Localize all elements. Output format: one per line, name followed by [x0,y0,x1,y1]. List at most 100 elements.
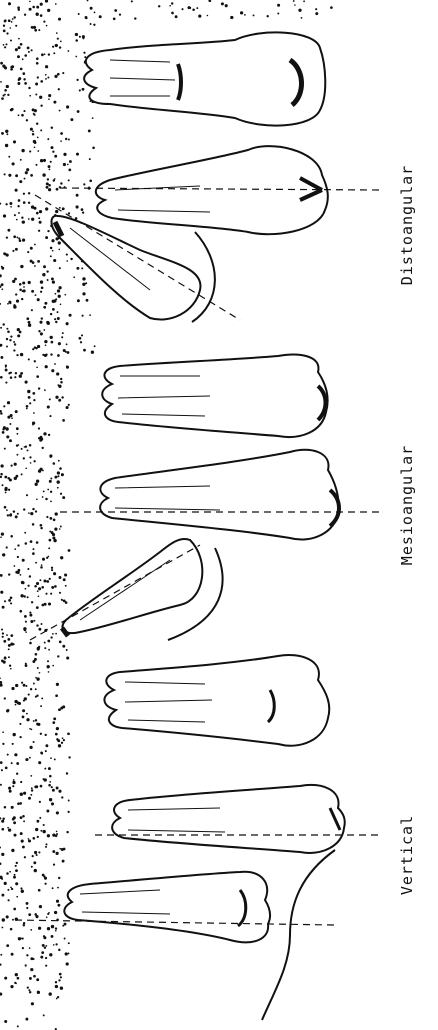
stipple-dot [36,212,39,215]
stipple-dot [22,58,24,60]
stipple-dot [33,548,35,550]
stipple-dot [22,559,25,562]
stipple-dot [66,105,69,108]
stipple-dot [38,29,40,31]
stipple-dot [36,541,39,544]
stipple-dot [61,336,63,338]
stipple-dot [3,661,6,664]
stipple-dot [28,913,31,916]
stipple-dot [26,902,29,905]
stipple-dot [16,427,19,430]
stipple-dot [59,110,61,112]
stipple-dot [7,638,10,641]
stipple-dot [8,19,11,22]
stipple-dot [15,248,18,251]
stipple-dot [65,952,68,955]
stipple-dot [39,321,42,324]
stipple-dot [49,578,51,580]
stipple-dot [52,151,54,153]
stipple-dot [5,365,7,367]
stipple-dot [8,656,10,658]
stipple-dot [47,77,49,79]
stipple-dot [10,668,12,670]
stipple-dot [61,473,64,476]
stipple-dot [16,862,18,864]
stipple-dot [0,356,3,359]
stipple-dot [13,16,15,18]
stipple-dot [34,585,37,588]
stipple-dot [67,351,70,354]
stipple-dot [58,241,61,244]
stipple-dot [39,672,41,674]
stipple-dot [57,887,59,889]
stipple-dot [76,267,79,270]
stipple-dot [20,265,23,268]
stipple-dot [65,351,67,353]
stipple-dot [131,0,133,2]
stipple-dot [21,840,24,843]
stipple-dot [33,140,36,143]
stipple-dot [20,68,23,71]
stipple-dot [30,688,32,690]
mesioangular-tooth-1 [102,355,327,437]
stipple-dot [51,802,54,805]
stipple-dot [31,866,33,868]
stipple-dot [7,229,10,232]
stipple-dot [7,94,9,96]
stipple-dot [0,681,2,684]
stipple-dot [9,339,11,341]
stipple-dot [42,944,45,947]
stipple-dot [330,6,333,9]
stipple-dot [17,328,20,331]
stipple-dot [26,168,29,171]
stipple-dot [6,435,9,438]
stipple-dot [16,433,18,435]
stipple-dot [0,376,3,379]
stipple-dot [7,331,10,334]
stipple-dot [53,462,56,465]
stipple-dot [19,239,22,242]
stipple-dot [14,548,16,550]
stipple-dot [44,354,47,357]
stipple-dot [31,218,34,221]
stipple-dot [14,463,17,466]
stipple-dot [10,535,13,538]
stipple-dot [49,992,52,995]
stipple-dot [33,399,35,401]
stipple-dot [87,0,89,1]
stipple-dot [40,129,42,131]
stipple-dot [14,834,17,837]
stipple-dot [47,665,50,668]
stipple-dot [63,578,66,581]
stipple-dot [6,43,8,45]
stipple-dot [55,293,57,295]
stipple-dot [2,606,5,609]
stipple-dot [21,298,23,300]
stipple-dot [56,683,59,686]
stipple-dot [41,623,43,625]
stipple-dot [17,334,20,337]
stipple-dot [40,785,43,788]
stipple-dot [60,381,63,384]
distoangular-group [52,32,328,322]
stipple-dot [55,321,57,323]
stipple-dot [2,323,4,325]
stipple-dot [45,236,48,239]
stipple-dot [15,882,18,885]
stipple-dot [39,210,42,213]
stipple-dot [21,890,24,893]
stipple-dot [114,9,117,12]
stipple-dot [25,685,27,687]
stipple-dot [45,78,47,80]
stipple-dot [83,349,86,352]
stipple-dot [12,785,14,787]
stipple-dot [0,761,3,764]
distoangular-label: Distoangular [398,165,416,285]
stipple-dot [28,324,31,327]
stipple-dot [20,832,23,835]
stipple-dot [27,596,29,598]
stipple-dot [27,251,29,253]
stipple-dot [23,286,25,288]
stipple-dot [37,648,40,651]
stipple-dot [30,775,32,777]
